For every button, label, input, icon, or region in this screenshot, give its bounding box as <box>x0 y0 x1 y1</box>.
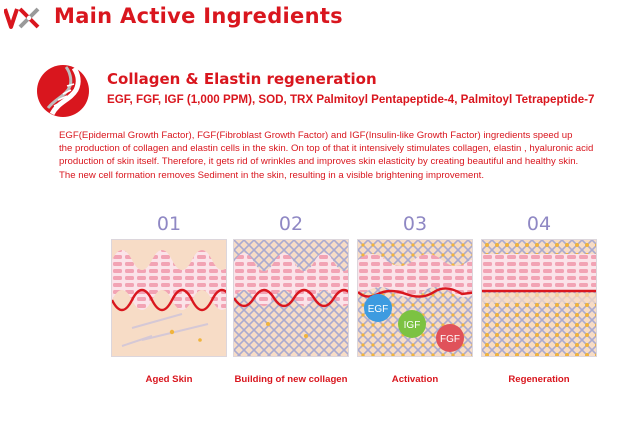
stage-caption: Building of new collagen <box>234 374 348 385</box>
svg-text:FGF: FGF <box>440 334 460 345</box>
stage-regeneration: 04 <box>481 213 597 357</box>
stage-number: 03 <box>402 213 428 235</box>
stage-aged-skin: 01 <box>111 213 227 357</box>
stage-illustration <box>233 239 349 357</box>
igf-bubble: IGF <box>398 310 426 338</box>
stage-illustration <box>481 239 597 357</box>
stage-number: 04 <box>526 213 552 235</box>
fgf-bubble: FGF <box>436 324 464 352</box>
stage-caption: Regeneration <box>508 374 570 385</box>
stage-number: 01 <box>156 213 182 235</box>
stage-building-collagen: 02 <box>233 213 349 357</box>
stage-activation: 03 EGF IGF <box>357 213 473 357</box>
section-heading: Collagen & Elastin regeneration <box>107 70 377 88</box>
svg-text:IGF: IGF <box>404 320 421 331</box>
dna-helix-icon <box>36 64 90 118</box>
stage-illustration <box>111 239 227 357</box>
stage-caption: Aged Skin <box>145 374 193 385</box>
stage-caption: Activation <box>391 374 439 385</box>
stage-illustration: EGF IGF FGF <box>357 239 473 357</box>
brand-logo <box>3 6 42 30</box>
description-line: EGF(Epidermal Growth Factor), FGF(Fibrob… <box>59 130 573 141</box>
description-line: production of skin itself. Therefore, it… <box>59 156 579 168</box>
stage-number: 02 <box>278 213 304 235</box>
ingredient-list: EGF, FGF, IGF (1,000 PPM), SOD, TRX Palm… <box>107 93 595 106</box>
egf-bubble: EGF <box>364 294 392 322</box>
page-title: Main Active Ingredients <box>54 4 343 28</box>
description-line: the production of collagen and elastin c… <box>59 143 594 155</box>
description-line: The new cell formation removes Sediment … <box>59 169 484 181</box>
description-text: EGF(Epidermal Growth Factor), FGF(Fibrob… <box>59 129 611 182</box>
svg-text:EGF: EGF <box>368 304 389 315</box>
